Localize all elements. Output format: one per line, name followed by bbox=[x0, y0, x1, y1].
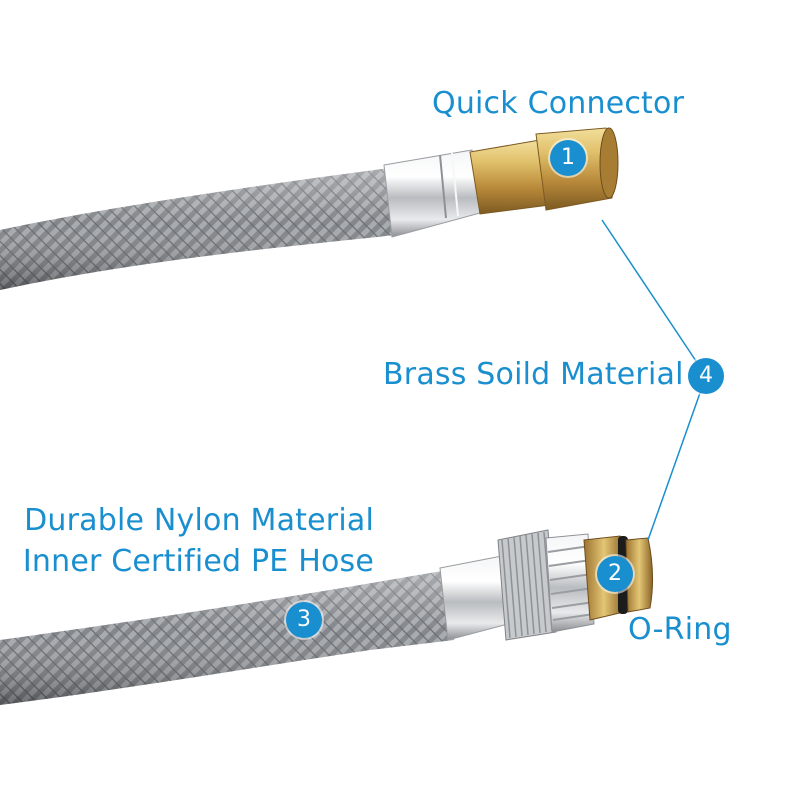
callout-badge-2: 2 bbox=[597, 556, 633, 592]
quick-connector-label: Quick Connector bbox=[432, 86, 685, 121]
quick-connector bbox=[469, 127, 619, 215]
pe-hose-label: Inner Certified PE Hose bbox=[22, 544, 374, 579]
threaded-coupling bbox=[545, 533, 595, 633]
upper-ferrule bbox=[383, 149, 481, 238]
upper-hose bbox=[0, 168, 396, 290]
lower-hose bbox=[0, 570, 454, 705]
o-ring-label: O-Ring bbox=[628, 612, 732, 647]
callout-badge-4: 4 bbox=[688, 358, 724, 394]
brass-material-label: Brass Soild Material bbox=[383, 357, 684, 392]
leader-lines bbox=[601, 219, 707, 541]
lower-ferrule bbox=[439, 555, 509, 641]
leader-line-bottom bbox=[647, 375, 707, 541]
callout-badge-3: 3 bbox=[286, 602, 322, 638]
knurled-nut bbox=[497, 529, 557, 641]
nylon-material-label: Durable Nylon Material bbox=[24, 503, 374, 538]
callout-badge-1: 1 bbox=[550, 140, 586, 176]
leader-line-top bbox=[601, 219, 707, 377]
